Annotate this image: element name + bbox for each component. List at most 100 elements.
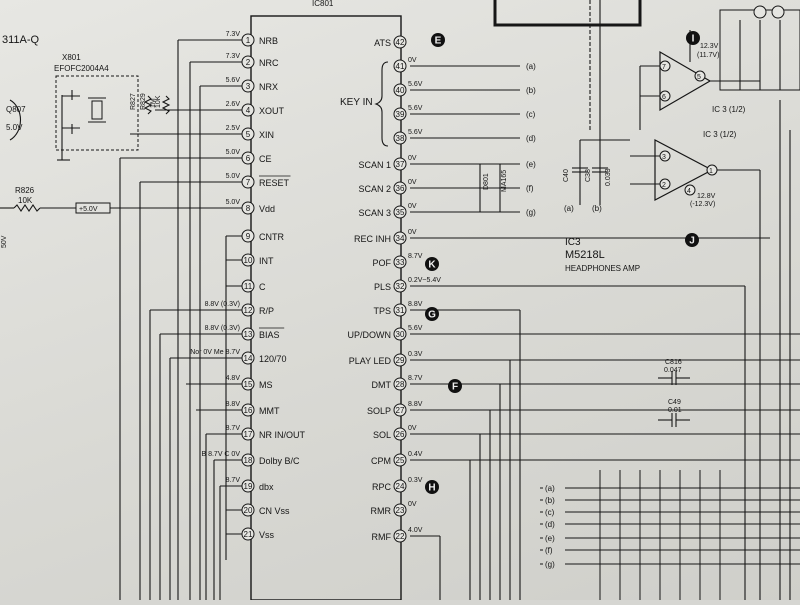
pin-name-10: INT (259, 256, 274, 266)
pin-number-35: 35 (396, 208, 405, 217)
marker-label-E: E (435, 36, 442, 47)
pin-number-27: 27 (396, 406, 405, 415)
pin-number-10: 10 (244, 256, 253, 265)
q807-outline (9, 99, 21, 141)
pin-number-13: 13 (244, 330, 253, 339)
pin-number-25: 25 (396, 456, 405, 465)
bus-bottom-a: (a) (545, 484, 555, 493)
pin-circle-42 (393, 35, 407, 49)
pin-circle-27 (393, 403, 407, 417)
pin-volt-24: 0.3V (408, 477, 423, 484)
pin-number-6: 6 (246, 154, 251, 163)
pin-circle-40 (393, 83, 407, 97)
ic801-ref: IC801 (312, 0, 334, 8)
pin-name-34: REC INH (354, 234, 391, 244)
pin-volt-38: 5.6V (408, 129, 423, 136)
amp2-pin-b: 2 (662, 182, 666, 189)
bus-top-g: (g) (526, 208, 536, 217)
pin-circle-18 (241, 453, 255, 467)
pin-volt-31: 8.8V (408, 301, 423, 308)
bus-letters-bottom: (a)(b)(c)(d)(e)(f)(g) (540, 470, 800, 600)
pin-name-24: RPC (372, 482, 392, 492)
pin-circle-21 (241, 527, 255, 541)
pin-name-35: SCAN 3 (358, 208, 391, 218)
plus5v-label: +5.0V (79, 206, 98, 213)
marker-K (425, 257, 439, 271)
r827-value: 1M (150, 98, 157, 108)
bus-top-e: (e) (526, 160, 536, 169)
key-in-brace (374, 61, 389, 147)
pin-number-17: 17 (244, 430, 253, 439)
amp2-pin-a: 3 (662, 154, 666, 161)
pin-number-31: 31 (396, 306, 405, 315)
d801-part: MA165 (501, 170, 508, 192)
pin-volt-28: 8.7V (408, 375, 423, 382)
pin-number-24: 24 (396, 482, 405, 491)
amp1-pin-a: 7 (662, 64, 666, 71)
pin-number-34: 34 (396, 234, 405, 243)
pin-circle-20 (241, 503, 255, 517)
pin-circle-23 (393, 503, 407, 517)
pin-volt-27: 8.8V (408, 401, 423, 408)
pin-name-3: NRX (259, 82, 278, 92)
plus5v-tag (75, 202, 111, 214)
bus-bottom-e: (e) (545, 534, 555, 543)
pin-volt-17: 8.7V (226, 425, 241, 432)
pin-circle-3 (241, 79, 255, 93)
pin-volt-23: 0V (408, 501, 417, 508)
pin-number-7: 7 (246, 178, 251, 187)
pin-number-3: 3 (246, 82, 251, 91)
pin-name-33: POF (372, 258, 391, 268)
pin-circle-7 (241, 175, 255, 189)
pin-circle-35 (393, 205, 407, 219)
marker-label-F: F (452, 382, 458, 393)
pin-name-42: ATS (374, 38, 391, 48)
bus-bottom-f: (f) (545, 546, 553, 555)
marker-label-H: H (428, 483, 435, 494)
c49-ref: C49 (668, 399, 681, 406)
pin-circle-32 (393, 279, 407, 293)
node-b: (b) (592, 204, 602, 213)
pin-number-20: 20 (244, 506, 253, 515)
bus-top-c: (c) (526, 110, 536, 119)
pin-circle-17 (241, 427, 255, 441)
crystal-box (55, 75, 139, 151)
pin-circle-31 (393, 303, 407, 317)
bus-bottom-g: (g) (545, 560, 555, 569)
c816-value: 0.047 (664, 367, 682, 374)
pin-volt-35: 0V (408, 203, 417, 210)
pin-number-8: 8 (246, 204, 251, 213)
pin-volt-36: 0V (408, 179, 417, 186)
marker-I (686, 31, 700, 45)
crystal-part: EFOFC2004A4 (54, 64, 109, 73)
marker-label-I: I (692, 34, 695, 45)
pin-number-39: 39 (396, 110, 405, 119)
pin-circle-34 (393, 231, 407, 245)
d801-ref: D801 (483, 173, 490, 190)
pin-number-14: 14 (244, 354, 253, 363)
pin-number-33: 33 (396, 258, 405, 267)
ic3-amp2 (654, 139, 714, 201)
c38-ref: C38 (585, 169, 592, 182)
pin-volt-34: 0V (408, 229, 417, 236)
pin-circle-36 (393, 181, 407, 195)
pin-circle-2 (241, 55, 255, 69)
pin-number-29: 29 (396, 356, 405, 365)
marker-E (431, 33, 445, 47)
pin-circle-11 (241, 279, 255, 293)
pin-volt-5: 2.5V (226, 125, 241, 132)
pin-circle-15 (241, 377, 255, 391)
pin-number-9: 9 (246, 232, 251, 241)
crystal-ref: X801 (62, 53, 81, 62)
pin-volt-13: 8.8V (0.3V) (205, 325, 240, 332)
marker-label-K: K (428, 260, 436, 271)
r826-ref: R826 (15, 186, 35, 195)
pin-name-12: R/P (259, 306, 274, 316)
pin-volt-19: 8.7V (226, 477, 241, 484)
pin-name-18: Dolby B/C (259, 456, 300, 466)
marker-label-J: J (689, 236, 695, 247)
pin-number-2: 2 (246, 58, 251, 67)
pin-circle-6 (241, 151, 255, 165)
bus-bottom-c: (c) (545, 508, 555, 517)
